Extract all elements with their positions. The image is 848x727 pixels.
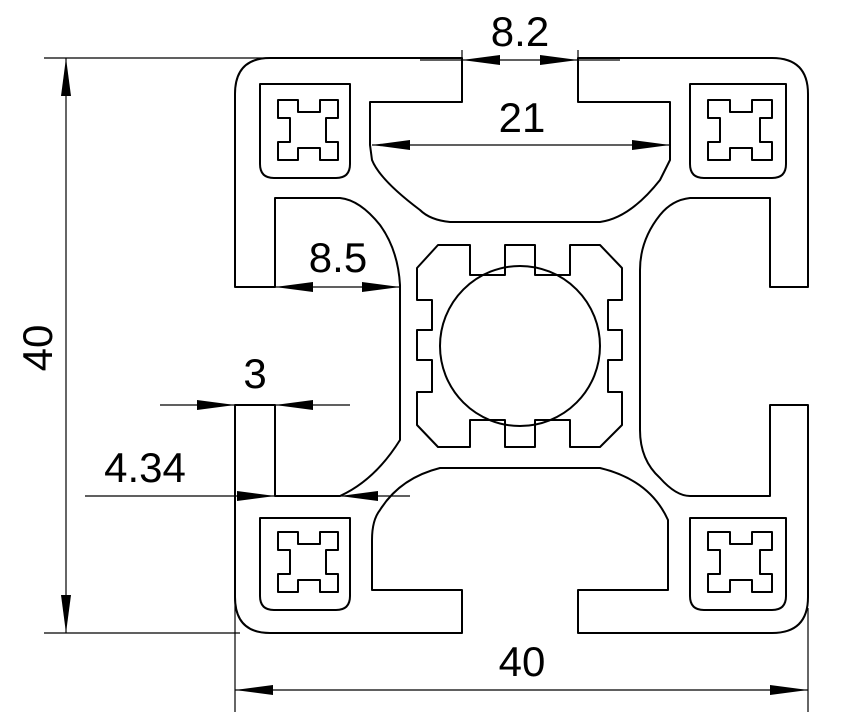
dim-arrow — [340, 491, 378, 501]
dim-arrow — [275, 282, 313, 292]
dim-label-overall-height: 40 — [14, 325, 61, 372]
dim-arrow — [372, 140, 410, 150]
dim-arrow — [632, 140, 670, 150]
dimension-overall-height: 40 — [14, 57, 270, 634]
dim-arrow — [362, 282, 400, 292]
dim-label-top-slot: 8.2 — [491, 8, 549, 55]
dim-arrow — [235, 685, 273, 695]
dimension-wall-to-core: 8.5 — [275, 234, 400, 292]
dim-label-top-cavity: 21 — [499, 94, 546, 141]
profile-outer-outline — [234, 57, 809, 634]
dim-arrow — [540, 55, 578, 65]
dim-label-offset: 4.34 — [104, 444, 186, 491]
dim-arrow — [237, 491, 275, 501]
dimension-wall-thickness: 3 — [160, 350, 350, 712]
center-bore — [439, 265, 601, 427]
dim-arrow — [61, 58, 71, 96]
corner-pocket-bottom-right — [689, 517, 787, 611]
dimension-overall-width: 40 — [235, 608, 809, 712]
dim-arrow — [197, 400, 235, 410]
dimension-offset: 4.34 — [85, 444, 410, 501]
center-core — [416, 244, 623, 448]
corner-pocket-top-right — [689, 83, 787, 179]
dim-arrow — [61, 595, 71, 633]
dim-label-wall-to-core: 8.5 — [309, 234, 367, 281]
dimension-top-slot: 8.2 — [420, 8, 620, 65]
dim-label-overall-width: 40 — [499, 638, 546, 685]
dimension-top-cavity: 21 — [372, 94, 670, 150]
dim-arrow — [275, 400, 313, 410]
dim-arrow — [770, 685, 808, 695]
corner-pocket-bottom-left — [259, 517, 351, 611]
corner-pocket-top-left — [259, 83, 351, 179]
dim-label-wall-thickness: 3 — [243, 350, 266, 397]
dim-arrow — [462, 55, 500, 65]
